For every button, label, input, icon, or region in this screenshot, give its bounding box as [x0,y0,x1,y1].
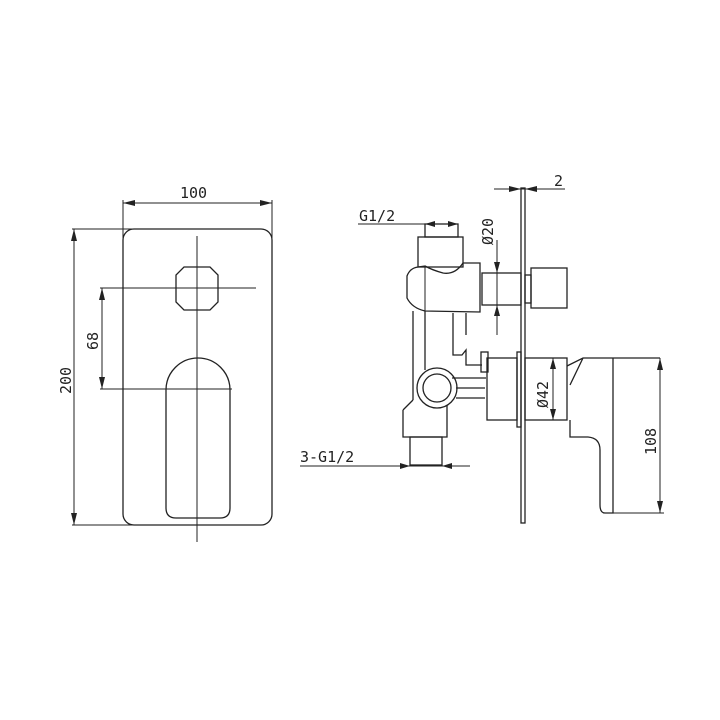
arrow-icon [657,501,663,513]
arrow-icon [400,463,410,469]
height-label: 200 [57,367,75,394]
arrow-icon [657,358,663,370]
arrow-icon [123,200,135,206]
side-outlet-inner [422,373,452,403]
offset-label: 68 [84,332,102,350]
arrow-icon [99,377,105,389]
side-view: 2 G1/2 Ø20 3-G1/2 [300,172,664,524]
stem-diameter-label: Ø20 [479,218,497,245]
top-body-block [417,236,464,268]
lower-body-block [402,399,448,438]
top-thread-label: G1/2 [359,207,395,225]
outlet-cap [530,267,568,309]
arrow-icon [550,409,556,420]
bottom-thread-label: 3-G1/2 [300,448,354,466]
lever-handle-outline [165,357,231,519]
side-outlet-outer [416,367,458,409]
stem-connector [524,274,532,304]
outlet-stem [481,272,522,306]
arrow-icon [99,288,105,300]
arrow-icon [509,186,521,192]
valve-body-upper [406,262,481,313]
handle-height-label: 108 [642,428,660,455]
arrow-icon [550,358,556,369]
cartridge-nut [480,351,489,373]
arrow-icon [71,229,77,241]
arrow-icon [71,513,77,525]
flange [516,351,522,428]
lever-handle [566,357,660,514]
plate-thickness-label: 2 [554,172,563,190]
front-view: 100 200 68 [57,184,273,542]
cross-pipe [452,377,486,399]
width-label: 100 [180,184,207,202]
diverter-button [175,266,219,311]
arrow-icon [260,200,272,206]
top-inlet-nipple [424,223,459,238]
arrow-icon [494,262,500,273]
bottom-inlet-nipple [409,436,443,466]
body-diameter-label: Ø42 [534,381,552,408]
middle-pipe [452,313,482,366]
handle-sleeve [524,357,568,421]
arrow-icon [442,463,452,469]
arrow-icon [525,186,537,192]
cartridge-body [486,357,518,421]
arrow-icon [494,305,500,316]
